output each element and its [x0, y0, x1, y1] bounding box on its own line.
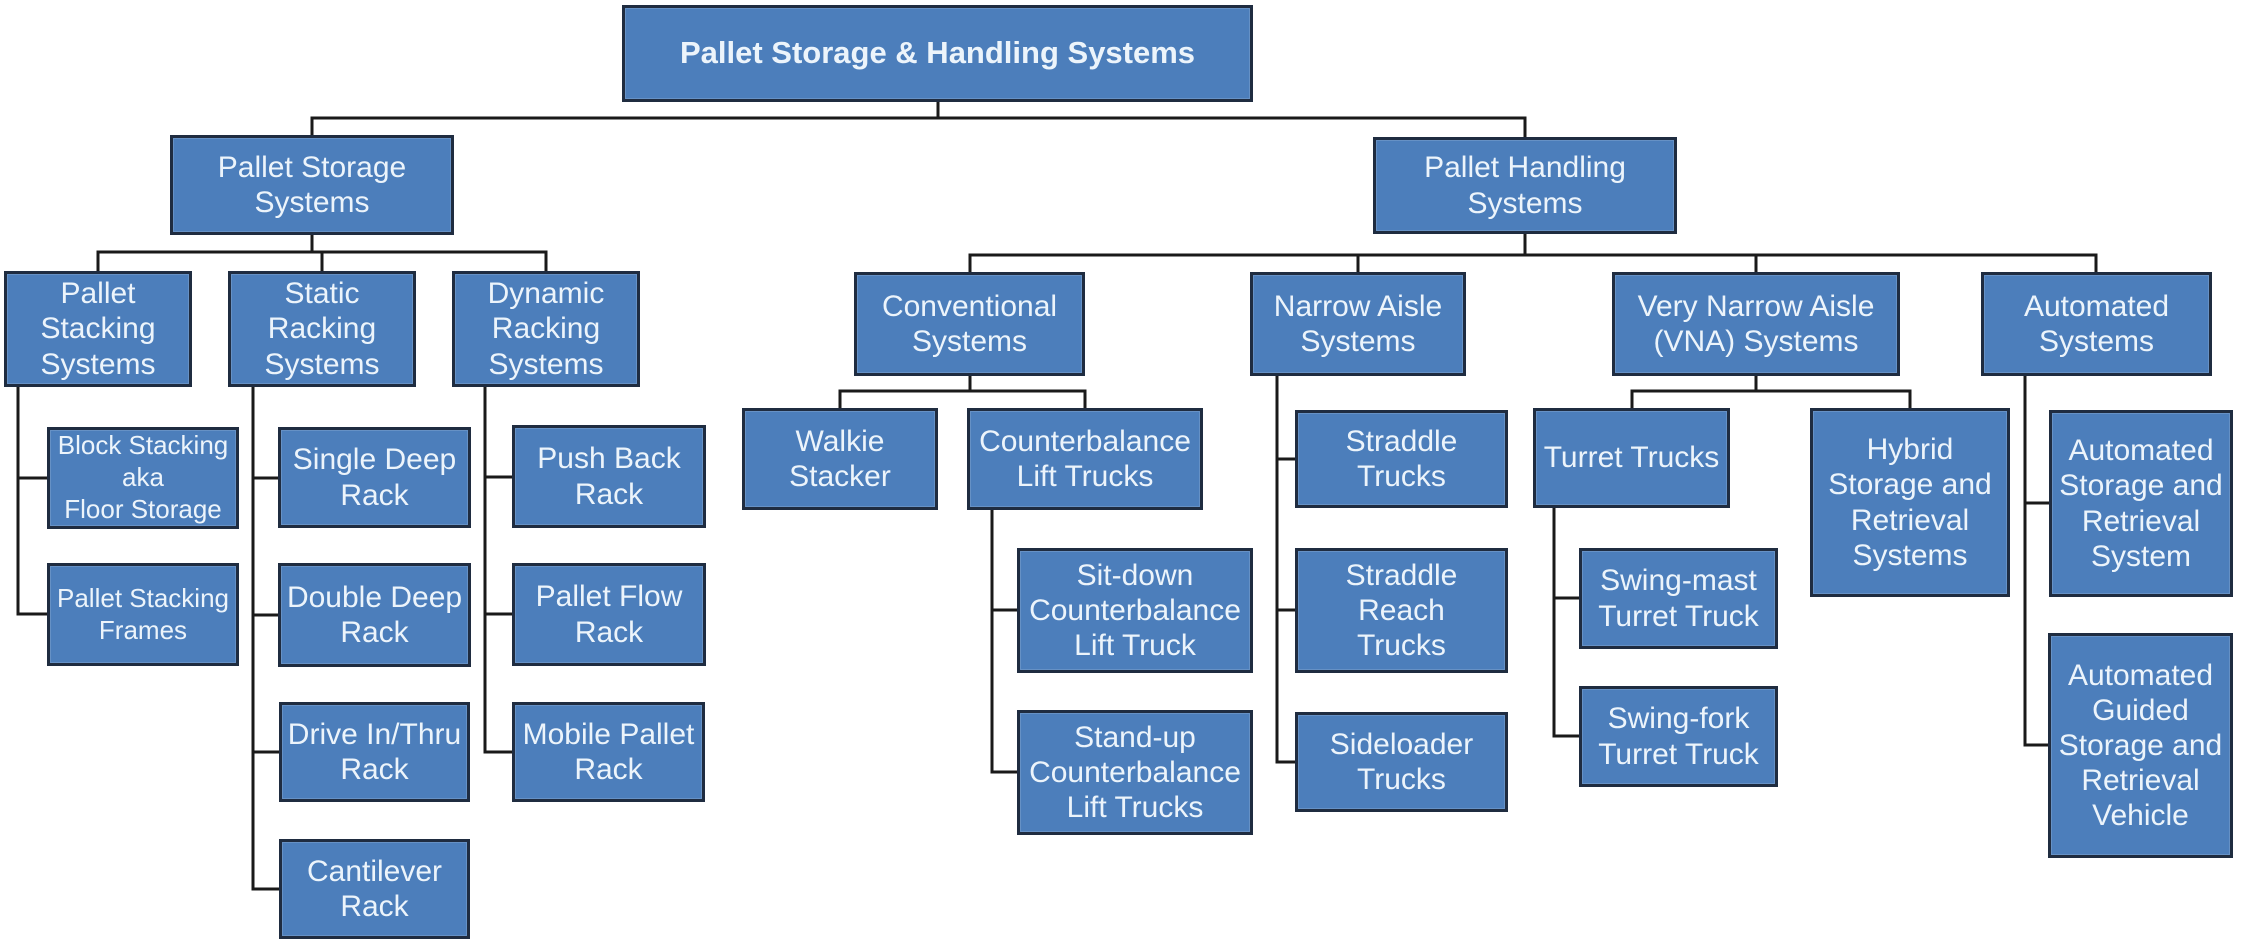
node-sit-down-counterbalance-lift-truck: Sit-down Counterbalance Lift Truck	[1017, 548, 1253, 673]
node-single-deep-rack: Single Deep Rack	[278, 427, 471, 528]
node-pallet-flow-rack: Pallet Flow Rack	[512, 563, 706, 666]
node-turret-trucks: Turret Trucks	[1533, 408, 1730, 508]
node-push-back-rack: Push Back Rack	[512, 425, 706, 528]
node-vna-systems: Very Narrow Aisle (VNA) Systems	[1612, 272, 1900, 376]
node-drive-in-thru-rack: Drive In/Thru Rack	[279, 702, 470, 802]
node-stand-up-counterbalance-lift-trucks: Stand-up Counterbalance Lift Trucks	[1017, 710, 1253, 835]
node-swing-fork-turret-truck: Swing-fork Turret Truck	[1579, 686, 1778, 787]
node-hybrid-storage-retrieval-systems: Hybrid Storage and Retrieval Systems	[1810, 408, 2010, 597]
node-pallet-stacking-systems: Pallet Stacking Systems	[4, 271, 192, 387]
connector-narrow-aisle-children	[1275, 374, 1297, 764]
node-automated-storage-retrieval-system: Automated Storage and Retrieval System	[2049, 410, 2233, 597]
connector-vna-children	[1630, 374, 1912, 410]
node-pallet-stacking-frames: Pallet Stacking Frames	[47, 563, 239, 666]
connector-pallet-storage-children	[96, 233, 548, 273]
node-mobile-pallet-rack: Mobile Pallet Rack	[512, 702, 705, 802]
node-block-stacking-floor-storage: Block Stacking aka Floor Storage	[47, 427, 239, 529]
node-straddle-reach-trucks: Straddle Reach Trucks	[1295, 548, 1508, 673]
connector-pallet-handling-children	[968, 232, 2098, 274]
node-double-deep-rack: Double Deep Rack	[278, 563, 471, 667]
node-automated-systems: Automated Systems	[1981, 272, 2212, 376]
connector-dynamic-racking-children	[483, 385, 514, 754]
connector-static-racking-children	[251, 385, 280, 891]
connector-conventional-children	[838, 374, 1087, 410]
node-automated-guided-storage-retrieval-vehicle: Automated Guided Storage and Retrieval V…	[2048, 633, 2233, 858]
node-straddle-trucks: Straddle Trucks	[1295, 410, 1508, 508]
connector-turret-children	[1552, 506, 1581, 738]
node-conventional-systems: Conventional Systems	[854, 272, 1085, 376]
connector-counterbalance-children	[990, 508, 1019, 774]
connector-automated-children	[2023, 374, 2051, 747]
node-sideloader-trucks: Sideloader Trucks	[1295, 712, 1508, 812]
node-pallet-storage-systems: Pallet Storage Systems	[170, 135, 454, 235]
node-static-racking-systems: Static Racking Systems	[228, 271, 416, 387]
node-narrow-aisle-systems: Narrow Aisle Systems	[1250, 272, 1466, 376]
node-counterbalance-lift-trucks: Counterbalance Lift Trucks	[967, 408, 1203, 510]
node-walkie-stacker: Walkie Stacker	[742, 408, 938, 510]
connector-root	[310, 100, 1527, 139]
node-cantilever-rack: Cantilever Rack	[279, 839, 470, 939]
node-dynamic-racking-systems: Dynamic Racking Systems	[452, 271, 640, 387]
node-pallet-storage-handling-systems: Pallet Storage & Handling Systems	[622, 5, 1253, 102]
node-swing-mast-turret-truck: Swing-mast Turret Truck	[1579, 548, 1778, 649]
node-pallet-handling-systems: Pallet Handling Systems	[1373, 137, 1677, 234]
connector-pallet-stacking-children	[16, 385, 49, 616]
